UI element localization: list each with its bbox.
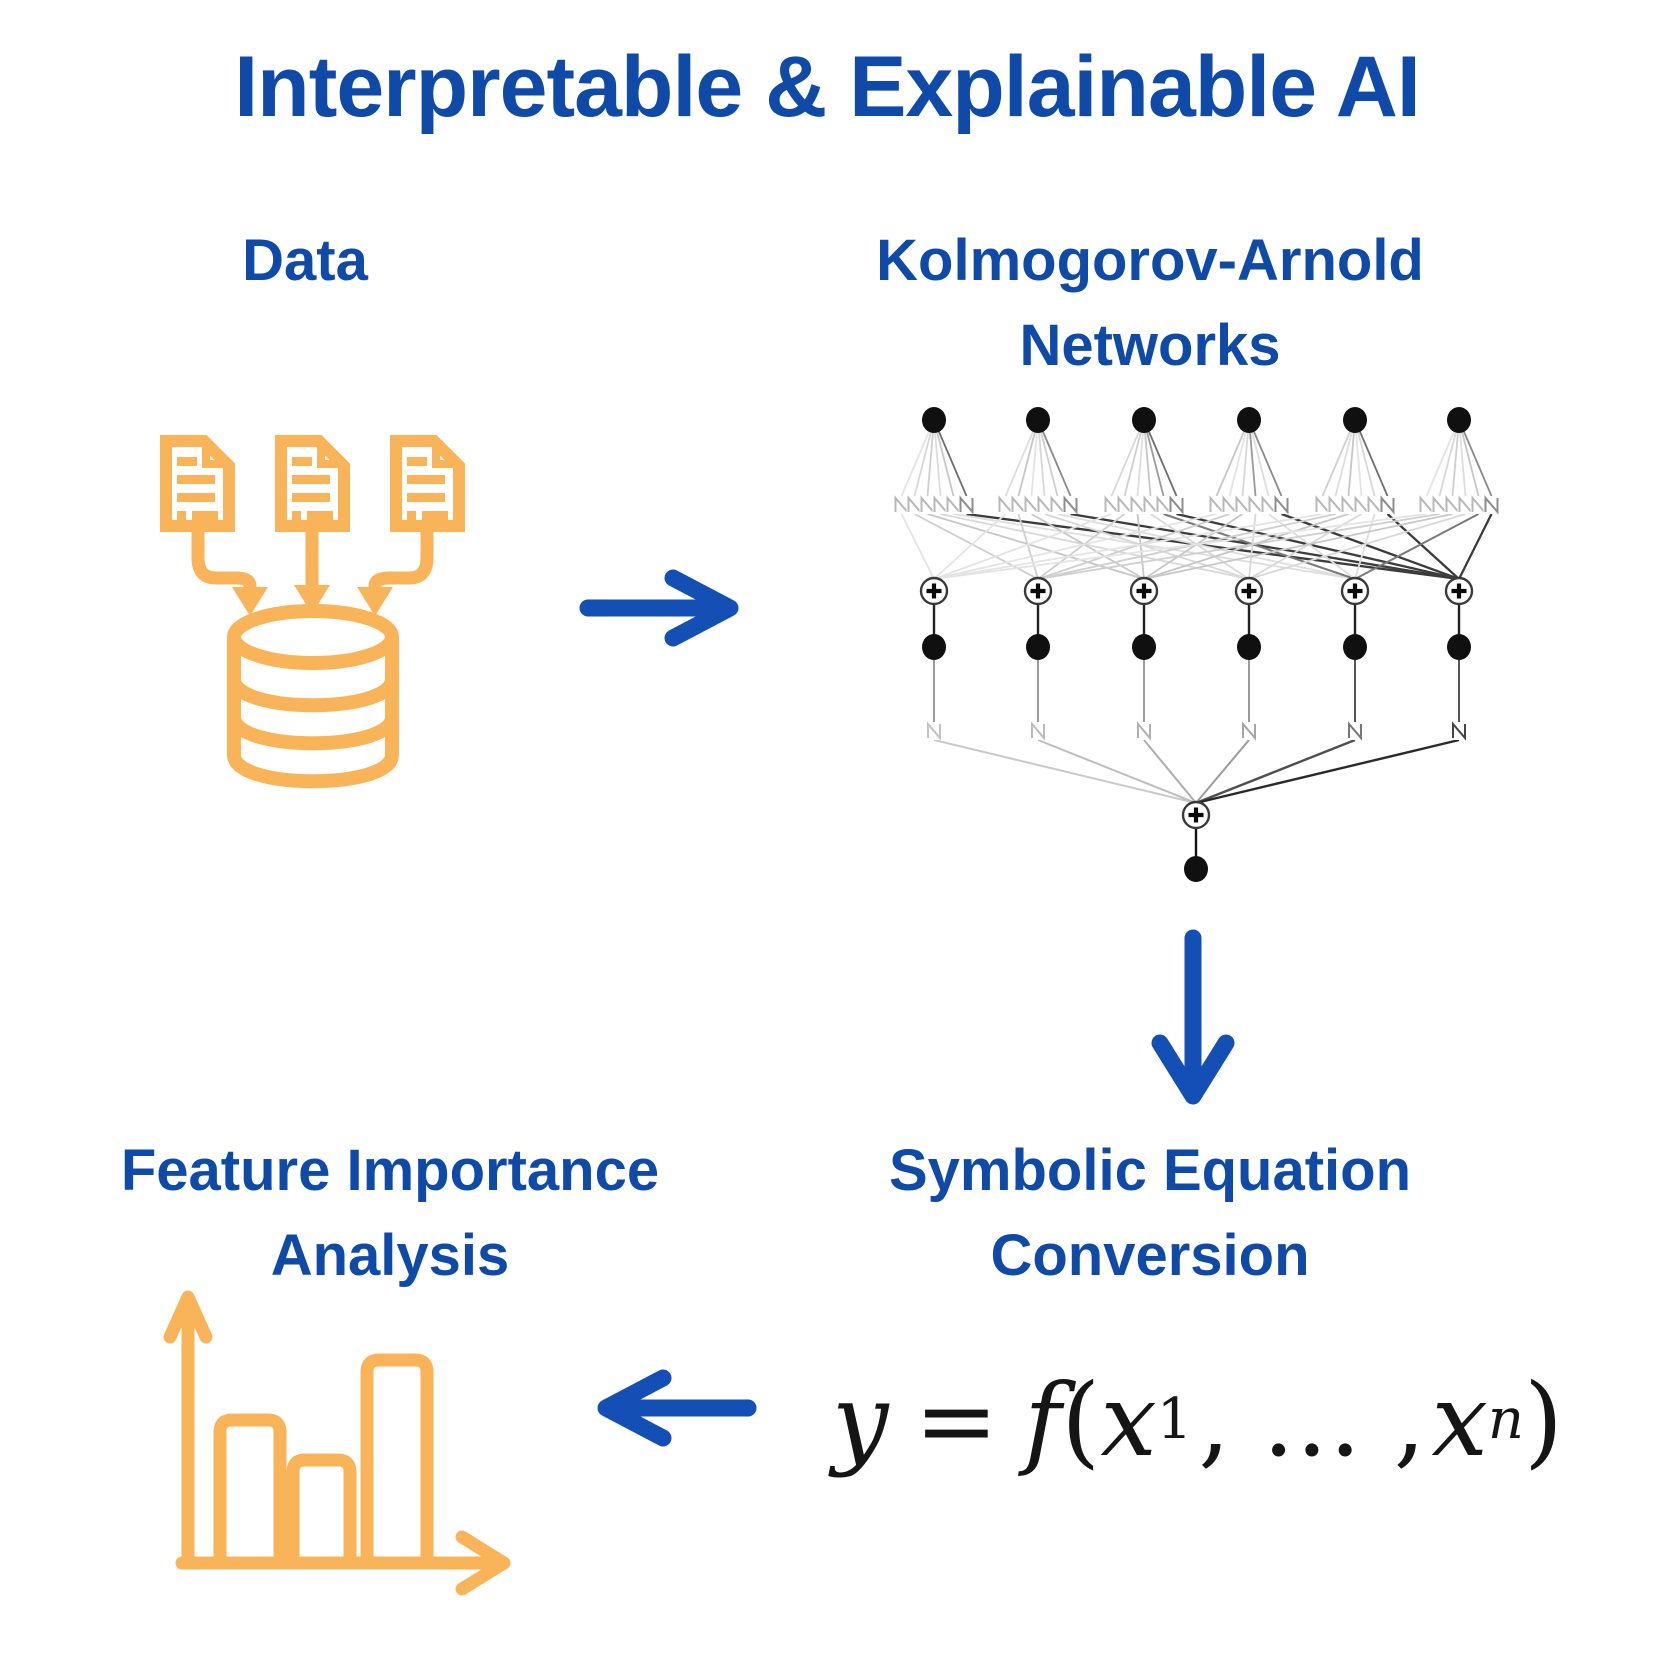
equation-function: f (1024, 1361, 1062, 1479)
x-axis-arrowhead (455, 1530, 511, 1596)
bar-3 (360, 1353, 434, 1570)
symbolic-heading-line2: Conversion (990, 1223, 1310, 1288)
bar-1 (213, 1413, 287, 1570)
kan-heading-line2: Networks (1019, 313, 1281, 378)
arrow-left-icon (597, 1369, 757, 1447)
symbolic-heading: Symbolic Equation Conversion (840, 1128, 1460, 1298)
feature-heading-line1: Feature Importance (120, 1138, 660, 1203)
ingest-arrows (191, 526, 434, 616)
data-heading: Data (242, 228, 368, 293)
document-icon (396, 441, 459, 526)
equation-open-paren: ( (1061, 1361, 1101, 1479)
equation-lhs: y (831, 1361, 889, 1479)
equation-ellipsis: , … , (1198, 1361, 1426, 1479)
bar-2 (286, 1453, 357, 1570)
arrow-down-icon (1151, 929, 1235, 1105)
page-title: Interpretable & Explainable AI (234, 39, 1420, 135)
document-icon (166, 441, 229, 526)
bar-chart-icon (163, 1290, 511, 1596)
equation-close-paren: ) (1524, 1361, 1564, 1479)
kan-heading-line1: Kolmogorov-Arnold (876, 228, 1424, 293)
y-axis-arrowhead (163, 1290, 213, 1344)
documents-into-database-icon (150, 420, 535, 789)
kan-heading: Kolmogorov-Arnold Networks (840, 218, 1460, 388)
equation-arg-first: x (1100, 1361, 1157, 1479)
feature-heading: Feature Importance Analysis (75, 1128, 705, 1298)
feature-heading-line2: Analysis (270, 1223, 510, 1288)
kan-network-diagram (893, 407, 1500, 882)
document-icon (281, 441, 344, 526)
symbolic-heading-line1: Symbolic Equation (888, 1138, 1412, 1203)
database-cylinder-icon (227, 604, 399, 789)
arrow-right-icon (579, 569, 739, 647)
equation-equals: = (914, 1361, 999, 1479)
equation-arg-last: x (1431, 1361, 1488, 1479)
